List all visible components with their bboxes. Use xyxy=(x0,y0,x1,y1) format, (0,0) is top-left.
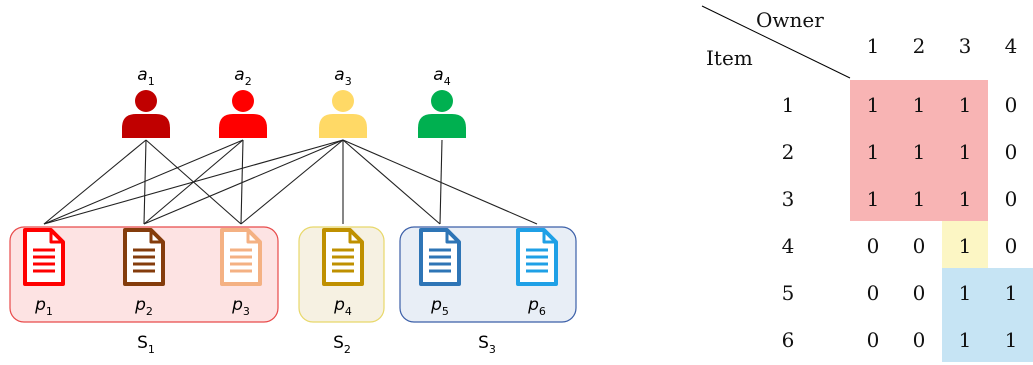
document-1: p1 xyxy=(23,228,65,318)
edge-a2-p3 xyxy=(240,139,244,225)
table-cell: 0 xyxy=(866,234,880,258)
table-cell: 0 xyxy=(866,281,880,305)
set-boxes xyxy=(9,226,577,323)
column-header: 2 xyxy=(912,34,926,58)
person-icon-body xyxy=(319,114,367,138)
table-cell: 1 xyxy=(912,93,926,117)
edge-a1-p1 xyxy=(43,139,147,225)
document-2: p2 xyxy=(123,228,165,318)
set-label-1: S1 xyxy=(137,333,155,356)
agent-label: a1 xyxy=(137,65,154,88)
agent-2: a2 xyxy=(219,65,267,138)
row-label: 3 xyxy=(781,187,795,211)
edge-a3-p3 xyxy=(240,139,344,225)
set-labels: S1 S2 S3 xyxy=(137,333,496,356)
column-header: 4 xyxy=(1004,34,1018,58)
row-label: 6 xyxy=(781,328,795,352)
column-header: 3 xyxy=(958,34,972,58)
table-cell: 1 xyxy=(958,187,972,211)
bipartite-diagram: a1 a2 a3 a4 p1 p2 p3 p4 p5 p6 S1 S2 S3 xyxy=(9,65,577,356)
table-cell: 1 xyxy=(1004,328,1018,352)
edge-a2-p1 xyxy=(43,139,244,225)
person-icon-head xyxy=(135,90,157,112)
agent-label: a2 xyxy=(234,65,251,88)
table-cell: 0 xyxy=(1004,234,1018,258)
table-cell: 0 xyxy=(1004,140,1018,164)
document-label: p4 xyxy=(333,295,352,318)
highlight-yellow xyxy=(942,221,988,268)
table-cell: 1 xyxy=(1004,281,1018,305)
document-label: p6 xyxy=(527,295,546,318)
person-icon-body xyxy=(219,114,267,138)
highlight-red xyxy=(850,80,988,221)
document-label: p1 xyxy=(34,295,53,318)
document-4: p4 xyxy=(322,228,364,318)
row-label: 1 xyxy=(781,93,795,117)
document-icon xyxy=(322,228,364,286)
table-cell: 1 xyxy=(958,93,972,117)
set-label-2: S2 xyxy=(333,333,351,356)
table-cell: 1 xyxy=(958,328,972,352)
document-icon xyxy=(23,228,65,286)
person-icon-head xyxy=(431,90,453,112)
table-cell: 1 xyxy=(958,140,972,164)
table-cell: 0 xyxy=(912,328,926,352)
document-icon xyxy=(220,228,262,286)
document-icon xyxy=(123,228,165,286)
agent-label: a4 xyxy=(433,65,450,88)
table-cell: 1 xyxy=(866,93,880,117)
table-cell: 0 xyxy=(912,281,926,305)
document-label: p5 xyxy=(430,295,449,318)
agents: a1 a2 a3 a4 xyxy=(122,65,466,138)
row-label: 5 xyxy=(781,281,795,305)
person-icon-body xyxy=(418,114,466,138)
edge-a3-p6 xyxy=(342,139,538,225)
agent-4: a4 xyxy=(418,65,466,138)
table-cell: 1 xyxy=(912,187,926,211)
table-cell: 1 xyxy=(866,187,880,211)
table-cell: 0 xyxy=(1004,93,1018,117)
edge-a3-p1 xyxy=(43,139,344,225)
row-label: 2 xyxy=(781,140,795,164)
table-cell: 1 xyxy=(958,281,972,305)
table-backgrounds xyxy=(701,5,1033,362)
document-6: p6 xyxy=(516,228,558,318)
person-icon-body xyxy=(122,114,170,138)
highlight-blue xyxy=(942,268,1033,362)
set-label-3: S3 xyxy=(478,333,496,356)
header-diagonal xyxy=(701,5,851,79)
table-cell: 1 xyxy=(866,140,880,164)
document-5: p5 xyxy=(419,228,461,318)
person-icon-head xyxy=(332,90,354,112)
table-cell: 1 xyxy=(912,140,926,164)
table-cell: 0 xyxy=(912,234,926,258)
row-label: 4 xyxy=(781,234,795,258)
edge-a3-p5 xyxy=(342,139,441,225)
table-cell: 1 xyxy=(958,234,972,258)
document-label: p2 xyxy=(134,295,153,318)
documents: p1 p2 p3 p4 p5 p6 xyxy=(23,228,558,318)
edge-a3-p2 xyxy=(143,139,344,225)
agent-3: a3 xyxy=(319,65,367,138)
person-icon-head xyxy=(232,90,254,112)
agent-label: a3 xyxy=(334,65,351,88)
header-item: Item xyxy=(706,46,753,70)
edges xyxy=(43,139,538,225)
table-cell: 0 xyxy=(1004,187,1018,211)
header-owner: Owner xyxy=(756,8,824,32)
document-icon xyxy=(516,228,558,286)
column-header: 1 xyxy=(866,34,880,58)
document-label: p3 xyxy=(231,295,250,318)
edge-a1-p2 xyxy=(143,139,147,225)
table-cell: 0 xyxy=(866,328,880,352)
document-icon xyxy=(419,228,461,286)
agent-1: a1 xyxy=(122,65,170,138)
edge-a4-p5 xyxy=(439,139,443,225)
document-3: p3 xyxy=(220,228,262,318)
